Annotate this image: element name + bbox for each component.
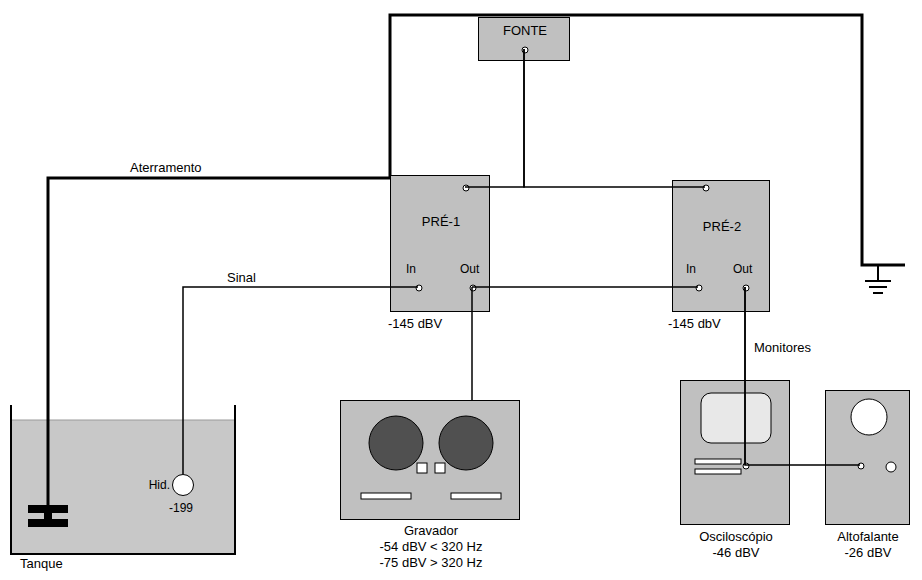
terminal xyxy=(743,285,749,291)
node-text: Hid. xyxy=(137,477,170,493)
node-text: FONTE xyxy=(479,23,571,39)
node-text: -75 dBV > 320 Hz xyxy=(331,555,531,571)
node-text: Altofalante xyxy=(818,529,918,545)
wire-label: Monitores xyxy=(752,340,813,355)
node-drawing xyxy=(341,401,521,521)
node-text: -46 dBV xyxy=(661,545,811,561)
pin-name: In xyxy=(406,262,416,277)
wire xyxy=(472,286,698,288)
ground-symbol xyxy=(865,281,891,293)
scope-control xyxy=(695,469,741,474)
terminal xyxy=(703,185,709,191)
recorder: Gravador-54 dBV < 320 Hz-75 dBV > 320 Hz xyxy=(340,400,520,520)
node-text: PRÉ-1 xyxy=(391,214,491,230)
wire-label: Aterramento xyxy=(128,160,204,175)
node-drawing xyxy=(673,181,771,313)
electrode xyxy=(28,505,68,513)
recorder-control xyxy=(435,463,445,473)
preamp-box: PRÉ-1 xyxy=(390,175,490,312)
node-text: Osciloscópio xyxy=(661,529,811,545)
electrode xyxy=(44,505,52,527)
tank: TanqueHid.-199 xyxy=(10,405,236,555)
noise-level: -145 dbV xyxy=(668,316,721,331)
node-text: -54 dBV < 320 Hz xyxy=(331,539,531,555)
speaker-cone xyxy=(851,399,887,435)
noise-level: -145 dBV xyxy=(388,316,442,331)
speaker-knob xyxy=(886,462,896,472)
terminal xyxy=(696,285,702,291)
node-text: -26 dBV xyxy=(818,545,918,561)
loudspeaker: Altofalante-26 dBV xyxy=(825,390,910,525)
wire xyxy=(524,49,705,187)
pin-name: Out xyxy=(460,262,479,277)
scope-control xyxy=(695,459,741,464)
terminal xyxy=(463,185,469,191)
recorder-control xyxy=(361,493,411,499)
wire xyxy=(745,287,860,465)
node-text: PRÉ-2 xyxy=(673,219,771,235)
preamp-box: PRÉ-2 xyxy=(672,180,770,312)
terminal xyxy=(416,285,422,291)
ground-stub xyxy=(877,265,879,280)
terminal xyxy=(858,463,864,469)
hydrophone: Hid.-199 xyxy=(172,474,194,496)
terminal xyxy=(522,47,528,53)
electrode xyxy=(28,519,68,527)
node-drawing xyxy=(391,176,491,313)
water xyxy=(12,420,234,553)
wire-label: Sinal xyxy=(225,270,258,285)
tank-wall xyxy=(11,405,235,554)
node-drawing xyxy=(681,381,791,526)
node-text: Tanque xyxy=(20,556,110,572)
recorder-control xyxy=(451,493,501,499)
node-drawing xyxy=(826,391,911,526)
node-text: Gravador xyxy=(331,523,531,539)
node-drawing xyxy=(10,405,236,555)
node-text: -199 xyxy=(169,500,209,516)
wire xyxy=(465,49,524,187)
terminal xyxy=(470,285,476,291)
wire xyxy=(48,178,390,505)
wire xyxy=(183,287,418,474)
tape-reel xyxy=(439,416,493,470)
terminal xyxy=(743,463,749,469)
node-drawing xyxy=(173,475,195,497)
scope-screen xyxy=(701,393,771,443)
tape-reel xyxy=(369,416,423,470)
pin-name: In xyxy=(686,262,696,277)
oscilloscope: Osciloscópio-46 dBV xyxy=(680,380,790,525)
wire xyxy=(471,287,473,400)
recorder-control xyxy=(417,463,427,473)
water-surface xyxy=(12,420,234,421)
pin-name: Out xyxy=(733,262,752,277)
